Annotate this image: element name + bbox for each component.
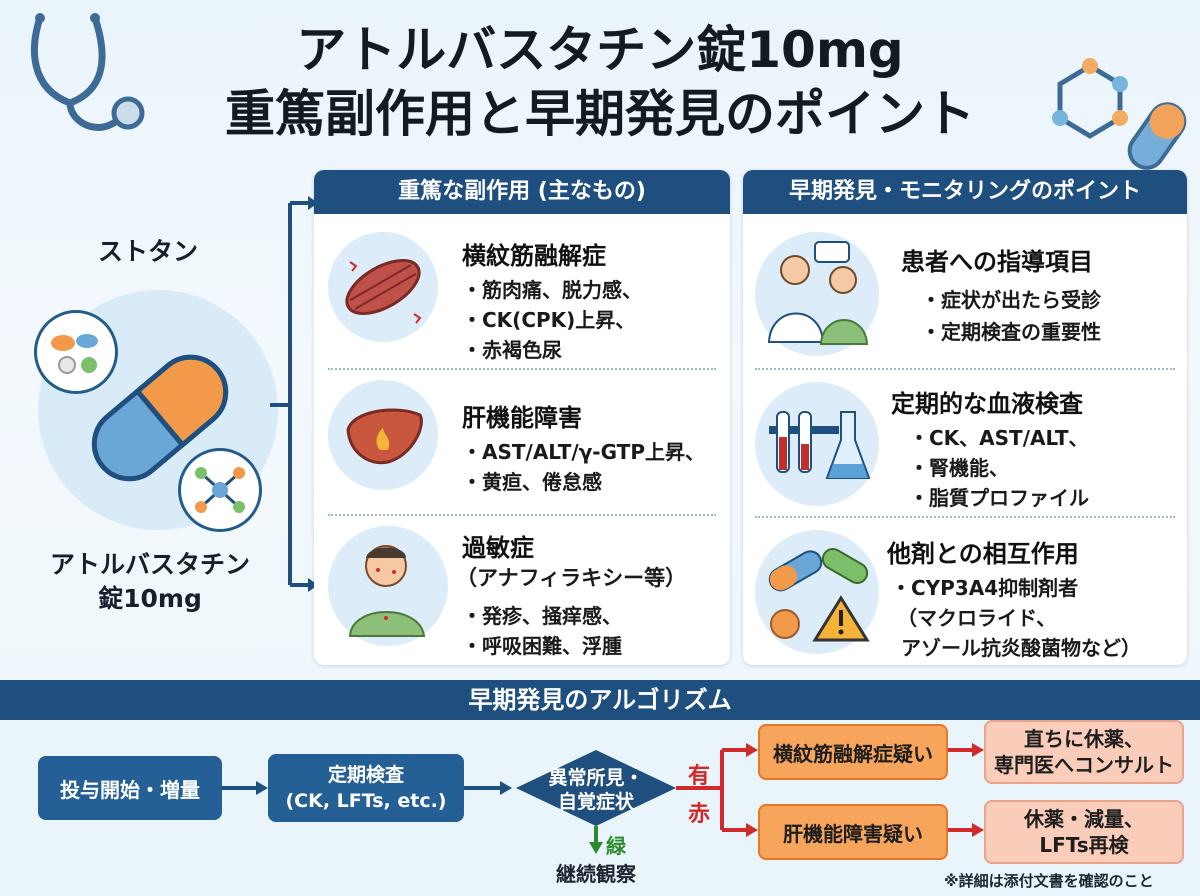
monitoring-item: ・脂質プロファイル	[909, 486, 1089, 510]
side-effect-title-allergy: 過敏症	[462, 534, 534, 562]
section-divider	[328, 514, 716, 516]
blood-test-icon	[755, 382, 879, 506]
doctor-patient-icon	[755, 232, 879, 356]
side-effect-item: ・呼吸困難、浮腫	[462, 634, 622, 658]
stethoscope-icon	[31, 13, 145, 131]
side-effect-subtitle: （アナフィラキシー等）	[456, 566, 687, 590]
capsule-icon	[91, 354, 229, 482]
side-effects-header: 重篤な副作用 (主なもの)	[314, 170, 730, 214]
section-divider	[755, 516, 1175, 518]
algo-action-liver: 休薬・減量、 LFTs再検	[984, 800, 1184, 864]
algo-continue-label: 継続観察	[556, 862, 636, 886]
title-line-1: アトルバスタチン錠10mg	[296, 21, 904, 79]
footnote: ※詳細は添付文書を確認のこと	[944, 872, 1154, 890]
molecule-small-icon	[178, 448, 262, 532]
algo-action-liver-line-2: LFTs再検	[1039, 833, 1129, 857]
algo-action-rhabdo-line-2: 専門医へコンサルト	[994, 753, 1174, 777]
monitoring-header: 早期発見・モニタリングのポイント	[743, 170, 1187, 214]
algo-decision-label: 異常所見・ 自覚症状	[516, 766, 676, 814]
algo-branch-liver: 肝機能障害疑い	[758, 804, 948, 860]
side-effect-item: ・赤褐色尿	[462, 338, 562, 362]
algo-check-line-2: (CK, LFTs, etc.)	[285, 790, 447, 812]
side-effect-item: ・CK(CPK)上昇、	[462, 308, 636, 332]
drug-name: アトルバスタチン 錠10mg	[30, 548, 270, 616]
algo-decision-line-2: 自覚症状	[557, 791, 634, 813]
monitoring-panel: 早期発見・モニタリングのポイント 患者への指導項目 ・症状が出たら受診 ・定期検…	[743, 170, 1187, 665]
drug-class-label: ストタン	[97, 237, 198, 266]
algo-action-liver-line-1: 休薬・減量、	[1024, 807, 1144, 831]
connector-arrows	[270, 196, 318, 592]
side-effect-title-rhabdo: 横紋筋融解症	[462, 242, 606, 270]
yes-label-1: 有	[688, 764, 711, 789]
molecule-icon	[1052, 58, 1187, 170]
monitoring-item: ・CYP3A4抑制剤者	[891, 576, 1079, 600]
side-effect-item: ・発疹、掻痒感、	[462, 604, 622, 628]
monitoring-item: アゾール抗炎酸菌物など）	[901, 636, 1141, 660]
section-divider	[755, 368, 1175, 370]
monitoring-title-interaction: 他剤との相互作用	[887, 540, 1079, 568]
yes-label-2: 赤	[688, 802, 711, 827]
drug-name-line-1: アトルバスタチン	[49, 550, 250, 579]
algo-check-line-1: 定期検査	[327, 764, 404, 786]
algo-action-rhabdo: 直ちに休薬、 専門医へコンサルト	[984, 720, 1184, 784]
algorithm-flow-arrows	[222, 743, 984, 854]
muscle-icon	[328, 232, 438, 342]
monitoring-item: ・腎機能、	[909, 456, 1009, 480]
drug-interaction-icon	[755, 530, 879, 654]
monitoring-item: ・CK、AST/ALT、	[909, 426, 1089, 450]
side-effect-title-liver: 肝機能障害	[462, 404, 582, 432]
algo-branch-rhabdo: 横紋筋融解症疑い	[758, 724, 948, 780]
no-label: 緑	[606, 834, 626, 858]
drug-name-line-2: 錠10mg	[98, 584, 202, 613]
title-line-2: 重篤副作用と早期発見のポイント	[225, 85, 975, 143]
allergy-patient-icon	[328, 526, 448, 646]
monitoring-title-guidance: 患者への指導項目	[901, 248, 1093, 276]
section-divider	[328, 368, 716, 370]
side-effects-panel: 重篤な副作用 (主なもの) 横紋筋融解症 ・筋肉痛、脱力感、 ・CK(CPK)上…	[314, 170, 730, 665]
side-effect-item: ・黄疸、倦怠感	[462, 470, 602, 494]
page-title: アトルバスタチン錠10mg 重篤副作用と早期発見のポイント	[0, 18, 1200, 146]
side-effect-item: ・AST/ALT/γ-GTP上昇、	[462, 440, 705, 464]
liver-icon	[328, 380, 438, 490]
algo-check-box: 定期検査 (CK, LFTs, etc.)	[268, 754, 464, 822]
monitoring-item: ・定期検査の重要性	[921, 320, 1101, 344]
algo-decision-line-1: 異常所見・	[548, 767, 644, 789]
monitoring-item: （マクロライド、	[897, 606, 1057, 630]
algo-start-box: 投与開始・増量	[38, 756, 222, 820]
algorithm-header: 早期発見のアルゴリズム	[0, 680, 1200, 720]
algo-start-label: 投与開始・増量	[60, 777, 200, 802]
algo-action-rhabdo-line-1: 直ちに休薬、	[1024, 727, 1144, 751]
monitoring-title-blood: 定期的な血液検査	[891, 390, 1083, 418]
monitoring-item: ・症状が出たら受診	[921, 288, 1101, 312]
side-effect-item: ・筋肉痛、脱力感、	[462, 278, 642, 302]
pills-icon	[34, 310, 118, 394]
